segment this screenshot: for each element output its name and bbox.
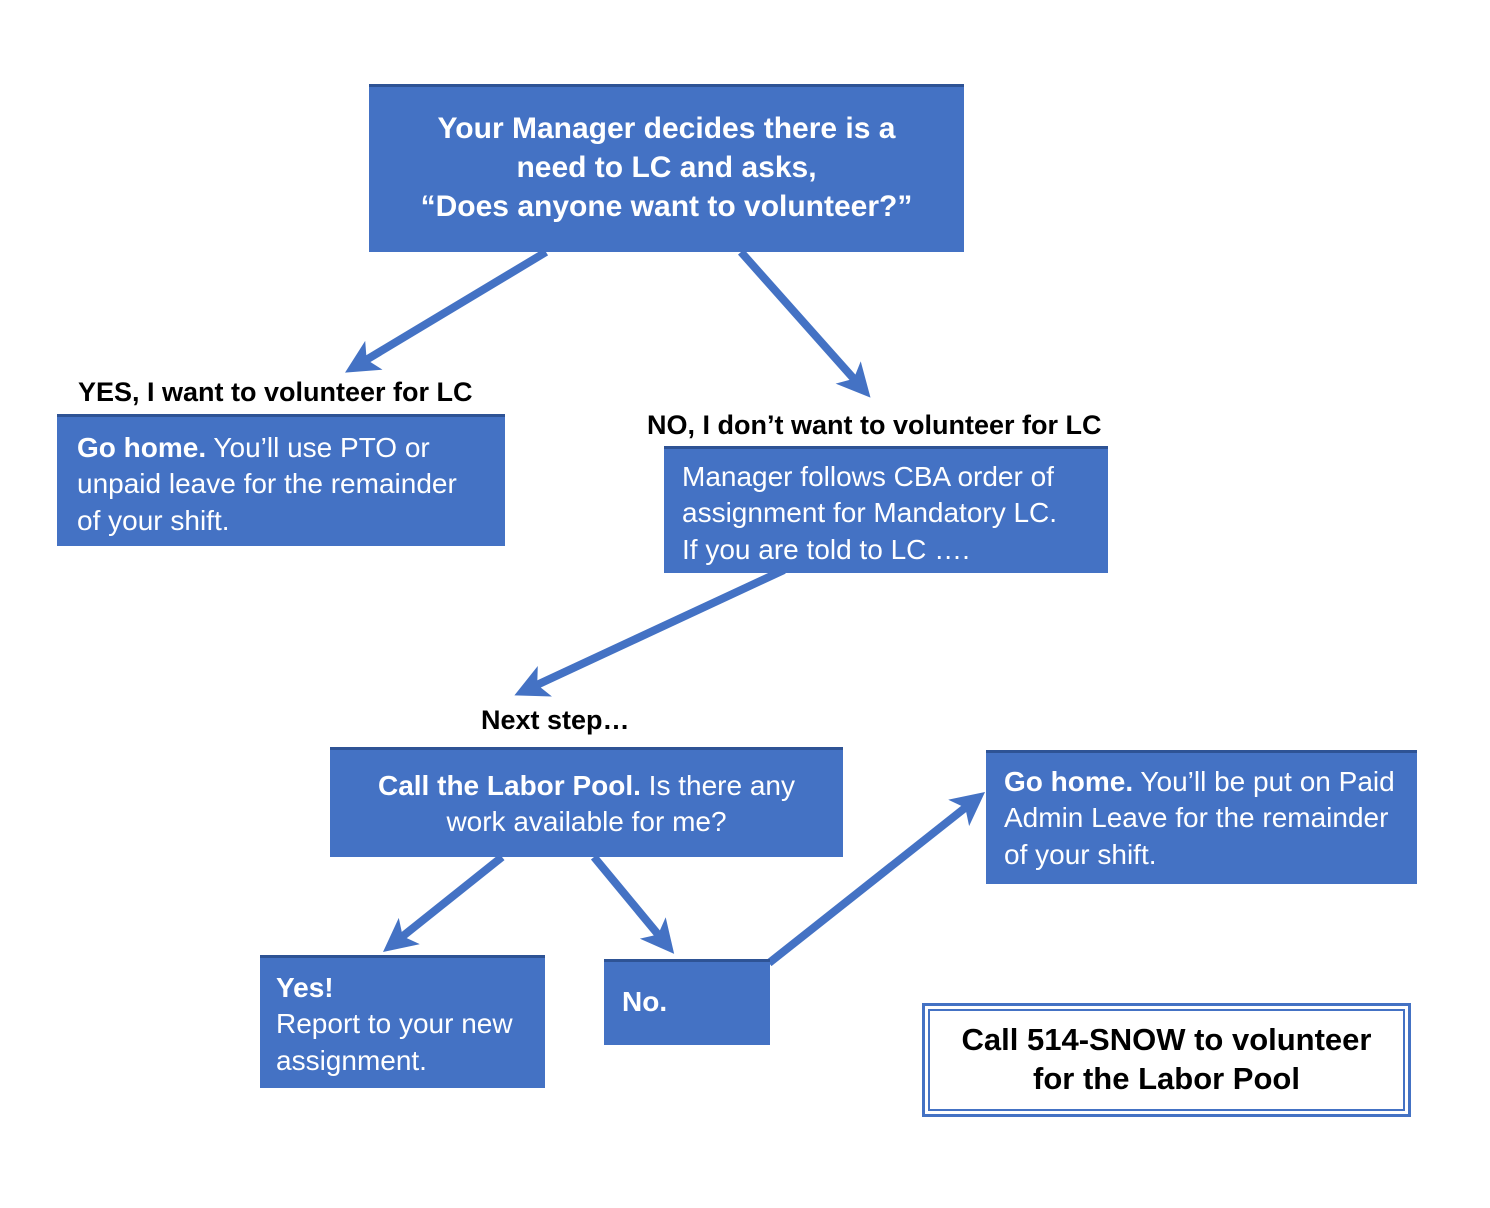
node-go-home-pto-bold: Go home. bbox=[77, 432, 207, 463]
label-next-step: Next step… bbox=[481, 705, 630, 735]
arrow-laborpool-to-no bbox=[590, 854, 675, 954]
node-no-work-available[interactable]: No. bbox=[604, 959, 770, 1045]
arrow-root-to-no bbox=[738, 249, 871, 398]
label-yes-volunteer: YES, I want to volunteer for LC bbox=[78, 377, 473, 407]
arrow-cba-to-next-step bbox=[514, 566, 786, 697]
node-call-labor-pool[interactable]: Call the Labor Pool. Is there any work a… bbox=[330, 747, 843, 857]
node-manager-follows-cba[interactable]: Manager follows CBA order of assignment … bbox=[664, 446, 1108, 573]
node-no-work-available-bold: No. bbox=[622, 986, 668, 1017]
callout-call-snow-line1: Call 514-SNOW to volunteer bbox=[961, 1022, 1372, 1058]
node-yes-report-assignment-rest: Report to your new assignment. bbox=[276, 1008, 513, 1076]
node-manager-decides-line3: “Does anyone want to volunteer?” bbox=[420, 190, 913, 223]
label-no-volunteer: NO, I don’t want to volunteer for LC bbox=[647, 410, 1102, 440]
node-go-home-paid-admin-leave-bold: Go home. bbox=[1004, 766, 1134, 797]
callout-call-snow-inner: Call 514-SNOW to volunteer for the Labor… bbox=[928, 1009, 1405, 1111]
node-manager-follows-cba-line3: If you are told to LC …. bbox=[682, 533, 970, 565]
arrow-root-to-yes bbox=[345, 248, 549, 373]
node-go-home-pto[interactable]: Go home. You’ll use PTO or unpaid leave … bbox=[57, 414, 505, 546]
node-yes-report-assignment[interactable]: Yes! Report to your new assignment. bbox=[260, 955, 545, 1088]
node-go-home-paid-admin-leave[interactable]: Go home. You’ll be put on Paid Admin Lea… bbox=[986, 750, 1417, 884]
node-manager-decides-line1: Your Manager decides there is a bbox=[437, 112, 896, 145]
node-manager-follows-cba-line2: assignment for Mandatory LC. bbox=[682, 497, 1058, 529]
node-call-labor-pool-bold: Call the Labor Pool. bbox=[377, 770, 641, 801]
node-go-home-pto-rest: You’ll use PTO or unpaid leave for the r… bbox=[77, 432, 457, 536]
node-manager-decides[interactable]: Your Manager decides there is a need to … bbox=[369, 84, 964, 252]
arrow-laborpool-to-yes bbox=[382, 853, 505, 952]
node-manager-decides-line2: need to LC and asks, bbox=[516, 151, 817, 184]
node-yes-report-assignment-bold: Yes! bbox=[276, 972, 334, 1003]
node-manager-follows-cba-line1: Manager follows CBA order of bbox=[682, 461, 1054, 492]
callout-call-snow[interactable]: Call 514-SNOW to volunteer for the Labor… bbox=[922, 1003, 1411, 1117]
callout-call-snow-line2: for the Labor Pool bbox=[1033, 1061, 1300, 1096]
node-go-home-paid-admin-leave-rest: You’ll be put on Paid Admin Leave for th… bbox=[1004, 766, 1395, 870]
node-call-labor-pool-rest: Is there any work available for me? bbox=[446, 770, 795, 838]
